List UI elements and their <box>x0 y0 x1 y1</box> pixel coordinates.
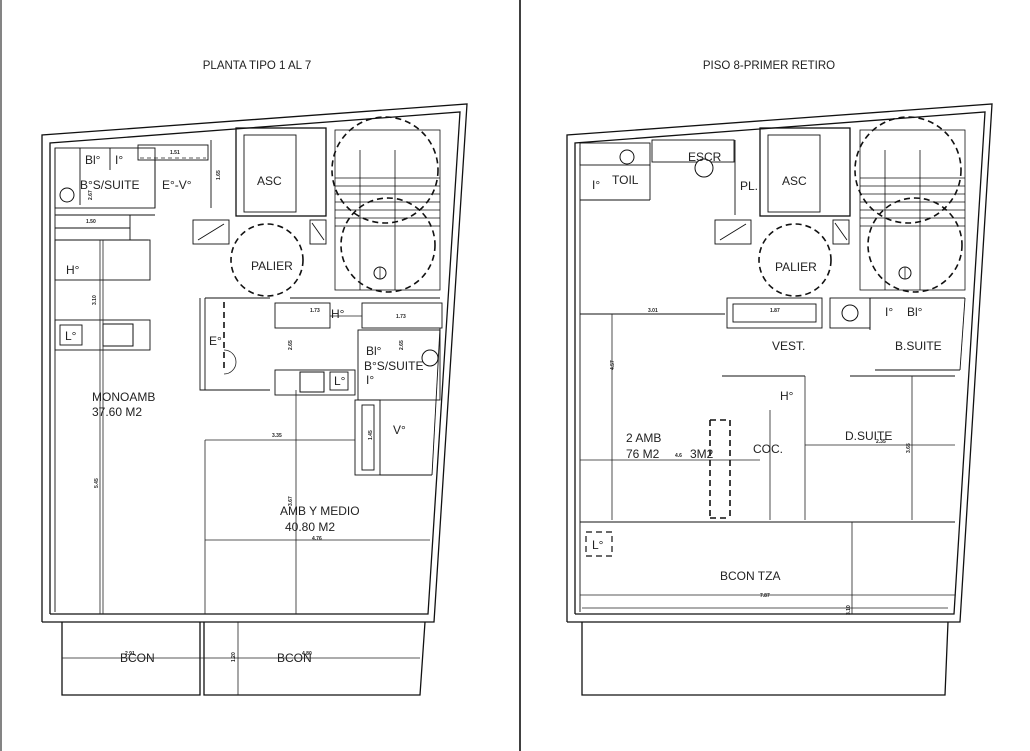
right-room-bcon-tza: BCON TZA <box>720 569 780 583</box>
left-room-l2: L° <box>334 374 346 388</box>
left-room-amb-medio-area: 40.80 M2 <box>285 520 335 534</box>
left-dim-5: 3.10 <box>92 295 98 305</box>
left-room-e-v: E°-V° <box>162 178 192 192</box>
right-room-pl: PL. <box>740 179 758 193</box>
right-dim-6: 3.65 <box>906 443 912 453</box>
left-room-i2: I° <box>366 373 374 387</box>
right-dim-8: 3.10 <box>846 605 852 615</box>
right-room-2amb: 2 AMB <box>626 431 661 445</box>
right-room-escr: ESCR <box>688 150 722 164</box>
left-floor-plan: PLANTA TIPO 1 AL 7 <box>41 60 468 696</box>
right-room-vest: VEST. <box>772 339 805 353</box>
left-dim-15: 2.91 <box>125 651 135 657</box>
right-dim-7: 7.87 <box>760 593 770 599</box>
right-room-palier: PALIER <box>775 260 817 274</box>
left-room-h2: H° <box>331 307 345 321</box>
left-dim-13: 5.45 <box>94 478 100 488</box>
right-room-toil: TOIL <box>612 173 639 187</box>
left-room-bl: Bl° <box>85 153 101 167</box>
right-room-i1: I° <box>592 178 600 192</box>
left-dim-17: 4.80 <box>302 651 312 657</box>
right-dim-3: 4.57 <box>610 360 616 370</box>
right-floor-plan: PISO 8-PRIMER RETIRO <box>566 60 993 696</box>
left-room-v: V° <box>393 423 406 437</box>
right-room-2amb-area-tail: 3M2 <box>690 447 714 461</box>
left-dim-3: 1.65 <box>216 170 222 180</box>
left-dim-9: 2.65 <box>399 340 405 350</box>
left-dim-1: 1.51 <box>170 150 180 156</box>
left-dim-8: 2.65 <box>288 340 294 350</box>
left-room-i1: I° <box>115 153 123 167</box>
left-dim-10: 3.35 <box>272 433 282 439</box>
right-room-bsuite: B.SUITE <box>895 339 942 353</box>
right-room-bl: Bl° <box>907 305 923 319</box>
right-room-coc: COC. <box>753 442 783 456</box>
left-dim-6: 1.73 <box>310 308 320 314</box>
left-room-monoamb-area: 37.60 M2 <box>92 405 142 419</box>
right-room-h: H° <box>780 389 794 403</box>
right-dim-2: 1.87 <box>770 308 780 314</box>
left-plan-title: PLANTA TIPO 1 AL 7 <box>203 60 311 72</box>
left-dim-7: 1.73 <box>396 314 406 320</box>
left-dim-14: 4.76 <box>312 536 322 542</box>
right-room-dsuite: D.SUITE <box>845 429 892 443</box>
right-dim-4: 4.6 <box>675 453 682 459</box>
left-room-asc: ASC <box>257 174 282 188</box>
left-room-h1: H° <box>66 263 80 277</box>
left-room-bcon2: BCON <box>277 651 312 665</box>
left-room-bano-suite2: B°S/SUITE <box>364 359 423 373</box>
left-room-monoamb: MONOAMB <box>92 390 155 404</box>
left-dim-4: 1.50 <box>86 219 96 225</box>
left-dim-11: 1.45 <box>368 430 374 440</box>
right-room-l: L° <box>592 538 604 552</box>
left-room-amb-medio: AMB Y MEDIO <box>280 504 360 518</box>
right-dim-1: 3.01 <box>648 308 658 314</box>
left-dim-12: 3.67 <box>288 496 294 506</box>
left-room-palier: PALIER <box>251 259 293 273</box>
right-plan-title: PISO 8-PRIMER RETIRO <box>703 60 835 72</box>
right-room-asc: ASC <box>782 174 807 188</box>
right-room-2amb-area: 76 M2 <box>626 447 660 461</box>
left-dim-2: 2.67 <box>88 190 94 200</box>
left-dim-16: 1.20 <box>231 652 237 662</box>
right-room-i2: I° <box>885 305 893 319</box>
left-room-l1: L° <box>65 329 77 343</box>
left-room-e1: E° <box>209 334 222 348</box>
left-room-bcon1: BCON <box>120 651 155 665</box>
left-room-bano-suite: B°S/SUITE <box>80 178 139 192</box>
left-room-bl2: Bl° <box>366 344 382 358</box>
right-dim-5: 2.35 <box>876 439 886 445</box>
